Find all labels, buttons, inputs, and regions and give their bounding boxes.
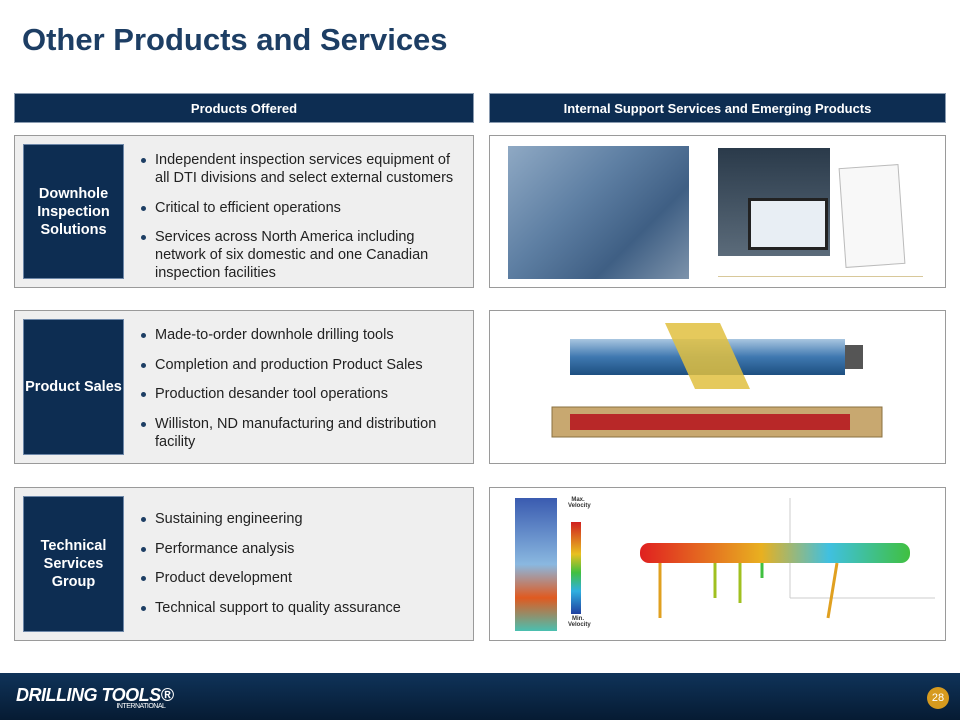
laptop-screen bbox=[748, 198, 828, 250]
bullet-list: Independent inspection services equipmen… bbox=[139, 151, 465, 294]
row-technical-services: Technical Services Group Sustaining engi… bbox=[14, 487, 474, 641]
inspection-report bbox=[838, 164, 906, 268]
desander-core bbox=[570, 414, 850, 430]
inspection-images bbox=[489, 135, 946, 288]
inspection-photo bbox=[508, 146, 689, 279]
drilling-tool-drawings bbox=[551, 323, 883, 438]
list-item: Production desander tool operations bbox=[139, 385, 465, 403]
row-label: Product Sales bbox=[23, 319, 124, 455]
bullet-list: Sustaining engineering Performance analy… bbox=[139, 510, 465, 628]
row-label: Technical Services Group bbox=[23, 496, 124, 632]
list-item: Technical support to quality assurance bbox=[139, 599, 465, 617]
footer: DRILLING TOOLS®INTERNATIONAL 28 bbox=[0, 673, 960, 720]
divider bbox=[718, 276, 923, 277]
velocity-color-scale bbox=[571, 522, 581, 614]
list-item: Independent inspection services equipmen… bbox=[139, 151, 465, 187]
list-item: Performance analysis bbox=[139, 540, 465, 558]
list-item: Williston, ND manufacturing and distribu… bbox=[139, 415, 465, 451]
list-item: Services across North America including … bbox=[139, 228, 465, 282]
list-item: Completion and production Product Sales bbox=[139, 356, 465, 374]
max-velocity-label: Max. Velocity bbox=[568, 497, 591, 509]
row-product-sales: Product Sales Made-to-order downhole dri… bbox=[14, 310, 474, 464]
company-logo: DRILLING TOOLS®INTERNATIONAL bbox=[16, 685, 174, 710]
pipe-flow bbox=[640, 543, 910, 563]
page-number: 28 bbox=[927, 687, 949, 709]
header-internal-support: Internal Support Services and Emerging P… bbox=[489, 93, 946, 123]
page-title: Other Products and Services bbox=[22, 22, 448, 57]
list-item: Critical to efficient operations bbox=[139, 199, 465, 217]
list-item: Product development bbox=[139, 569, 465, 587]
bullet-list: Made-to-order downhole drilling tools Co… bbox=[139, 326, 465, 462]
min-velocity-label: Min. Velocity bbox=[568, 616, 591, 628]
row-downhole-inspection: Downhole Inspection Solutions Independen… bbox=[14, 135, 474, 288]
list-item: Sustaining engineering bbox=[139, 510, 465, 528]
reamer-blade bbox=[665, 323, 750, 389]
tool-thread bbox=[845, 345, 863, 369]
list-item: Made-to-order downhole drilling tools bbox=[139, 326, 465, 344]
cfd-images: Max. Velocity Min. Velocity bbox=[489, 487, 946, 641]
row-label: Downhole Inspection Solutions bbox=[23, 144, 124, 279]
cfd-velocity-plot bbox=[515, 498, 557, 631]
product-images bbox=[489, 310, 946, 464]
cfd-flow-simulation bbox=[640, 498, 935, 619]
header-products-offered: Products Offered bbox=[14, 93, 474, 123]
